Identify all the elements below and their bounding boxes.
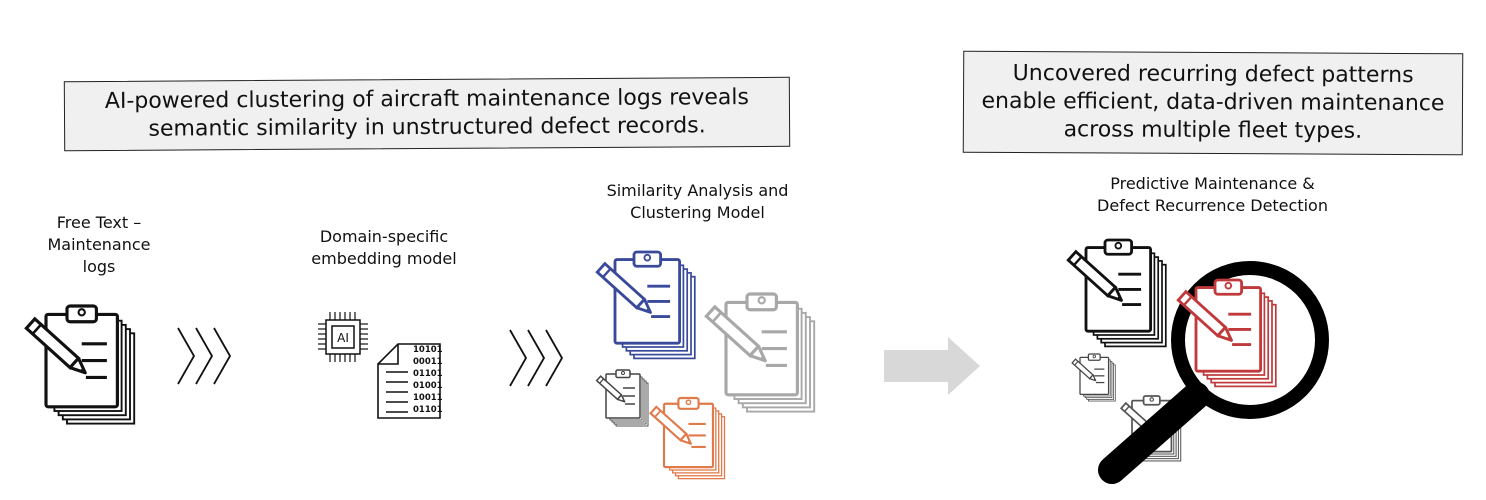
predictive-clipboard-back-icon [1066,238,1168,348]
stage-label-embedding-line-1: Domain-specific [319,227,449,246]
ai-chip-label: AI [337,331,349,345]
stage-label-free-text-line-1: Free Text – [56,213,142,232]
cluster-clipboard-gray-icon [704,292,816,414]
clipboard-pencil-icon [24,304,136,426]
binary-document-icon: 10101 00011 01101 01001 10011 01101 [377,343,443,419]
chevrons-arrow-icon [177,327,232,385]
cluster-clipboard-blue-icon [595,250,697,360]
binary-row-3: 01101 [413,369,443,379]
stage-label-similarity-line-2: Clustering Model [630,203,765,222]
stage-label-similarity: Similarity Analysis and Clustering Model [575,180,820,224]
stage-label-similarity-line-1: Similarity Analysis and [606,181,789,200]
binary-row-1: 10101 [413,345,443,355]
chevrons-arrow-icon [509,329,564,387]
binary-row-5: 10011 [413,393,443,403]
stage-label-predictive-line-2: Defect Recurrence Detection [1097,196,1328,215]
binary-row-6: 01101 [413,405,443,415]
stage-label-embedding: Domain-specific embedding model [284,226,484,270]
cluster-clipboard-small-icon [595,369,649,427]
binary-row-2: 00011 [413,357,443,367]
stage-label-free-text-line-2: Maintenance [47,235,151,254]
stage-label-embedding-line-2: embedding model [311,249,457,268]
stage-label-free-text: Free Text – Maintenance logs [24,212,174,278]
stage-label-predictive-line-1: Predictive Maintenance & [1110,174,1315,193]
stage-label-predictive: Predictive Maintenance & Defect Recurren… [1060,173,1365,217]
stage-label-free-text-line-3: logs [82,257,116,276]
ai-chip-icon: AI [318,312,368,362]
predictive-clipboard-small-icon [1071,353,1116,402]
binary-row-4: 01001 [413,381,443,391]
cluster-clipboard-orange-icon [649,396,726,480]
transition-arrow-icon [884,337,980,395]
